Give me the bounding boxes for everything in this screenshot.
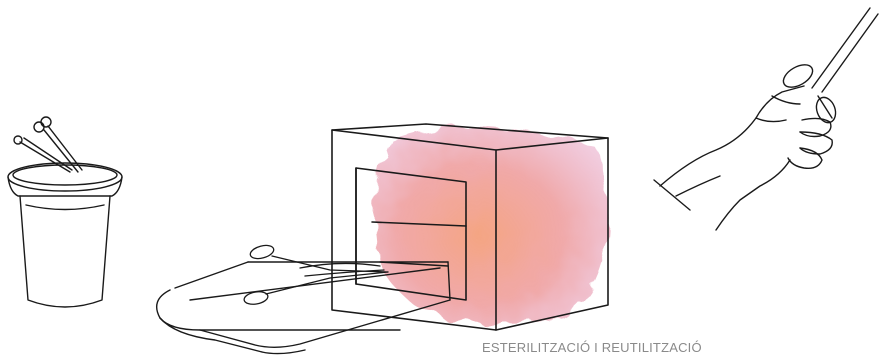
container-with-instruments xyxy=(8,117,122,307)
scissors-in-hand xyxy=(780,8,878,125)
scissors-on-belt xyxy=(243,243,388,306)
watercolor-wash xyxy=(375,127,608,325)
hand-holding-scissors xyxy=(654,8,878,230)
caption-text: ESTERILITZACIÓ I REUTILITZACIÓ xyxy=(482,340,742,355)
